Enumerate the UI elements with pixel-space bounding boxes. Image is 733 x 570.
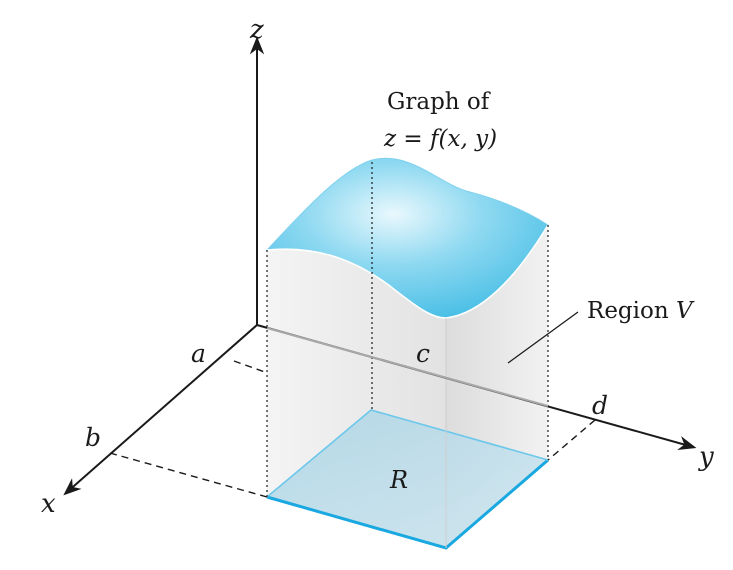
y-axis-inside-solid <box>266 327 549 407</box>
bound-a-label: a <box>191 339 206 368</box>
base-region-r <box>267 410 548 548</box>
y-axis-label: y <box>698 442 714 472</box>
z-axis-label: z <box>249 15 264 45</box>
bound-c-label: c <box>416 339 430 368</box>
title-equals: = <box>396 126 430 152</box>
title-f: f <box>428 126 442 152</box>
surface-front-edge <box>266 224 549 319</box>
x-axis-label: x <box>41 489 56 519</box>
title-z: z <box>383 126 397 152</box>
bound-b-label: b <box>85 423 101 452</box>
bound-d-label: d <box>592 391 608 420</box>
region-v-var: V <box>676 298 695 324</box>
base-region-r-back-edges <box>266 409 549 498</box>
graph-title-line2: z = f(x, y) <box>383 126 497 152</box>
b-dashed-line <box>109 452 268 498</box>
base-r-label: R <box>389 466 408 494</box>
region-v-text: Region <box>587 298 676 324</box>
d-dashed-line <box>547 419 596 461</box>
title-args: (x, y) <box>439 126 498 152</box>
region-v-pointer <box>507 311 579 364</box>
region-v-label: Region V <box>587 298 695 324</box>
graph-title-line1: Graph of <box>387 89 491 115</box>
x-axis <box>63 324 258 496</box>
